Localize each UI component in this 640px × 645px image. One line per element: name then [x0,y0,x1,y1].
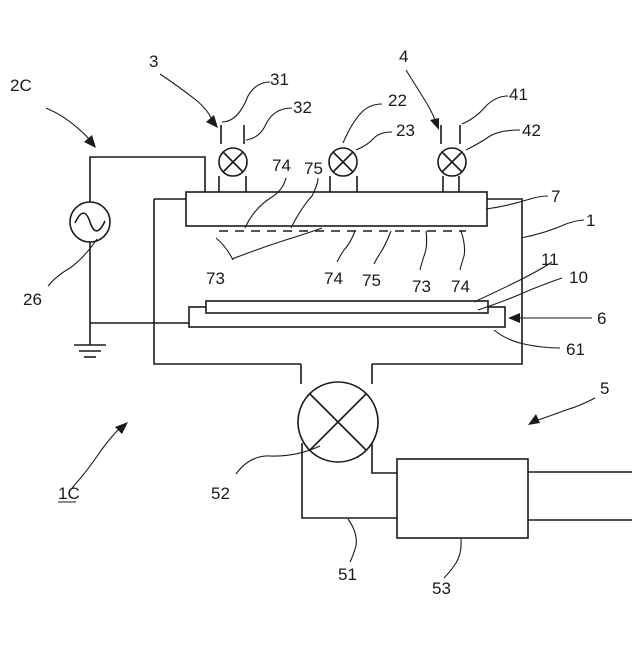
valve-3-icon [219,148,247,176]
label-42: 42 [522,121,541,140]
label-5: 5 [600,379,609,398]
gas-line-2 [330,176,357,192]
ac-source-icon [70,202,110,242]
label-26: 26 [23,290,42,309]
label-73-left: 73 [206,269,225,288]
label-51: 51 [338,565,357,584]
label-6: 6 [597,309,606,328]
valve-4-icon [438,148,466,176]
label-75-top: 75 [304,159,323,178]
label-3: 3 [149,52,158,71]
exhaust-pump [397,459,528,538]
label-75-mid: 75 [362,271,381,290]
label-74-top: 74 [272,156,291,175]
label-61: 61 [566,340,585,359]
label-22: 22 [388,91,407,110]
label-53: 53 [432,579,451,598]
label-23: 23 [396,121,415,140]
substrate [206,301,488,313]
valve-2-icon [329,148,357,176]
label-74-mid: 74 [324,269,343,288]
label-1: 1 [586,211,595,230]
label-41: 41 [509,85,528,104]
label-7: 7 [551,187,560,206]
label-74-right: 74 [451,277,470,296]
label-52: 52 [211,484,230,503]
label-11: 11 [541,250,559,269]
label-10: 10 [569,268,588,287]
label-73-right: 73 [412,277,431,296]
label-2C: 2C [10,76,32,95]
label-1C: 1C [58,484,80,503]
rf-wire [90,157,205,345]
shower-head [186,192,487,226]
ground-icon [74,345,106,357]
label-32: 32 [293,98,312,117]
label-31: 31 [270,70,289,89]
label-4: 4 [399,47,408,66]
